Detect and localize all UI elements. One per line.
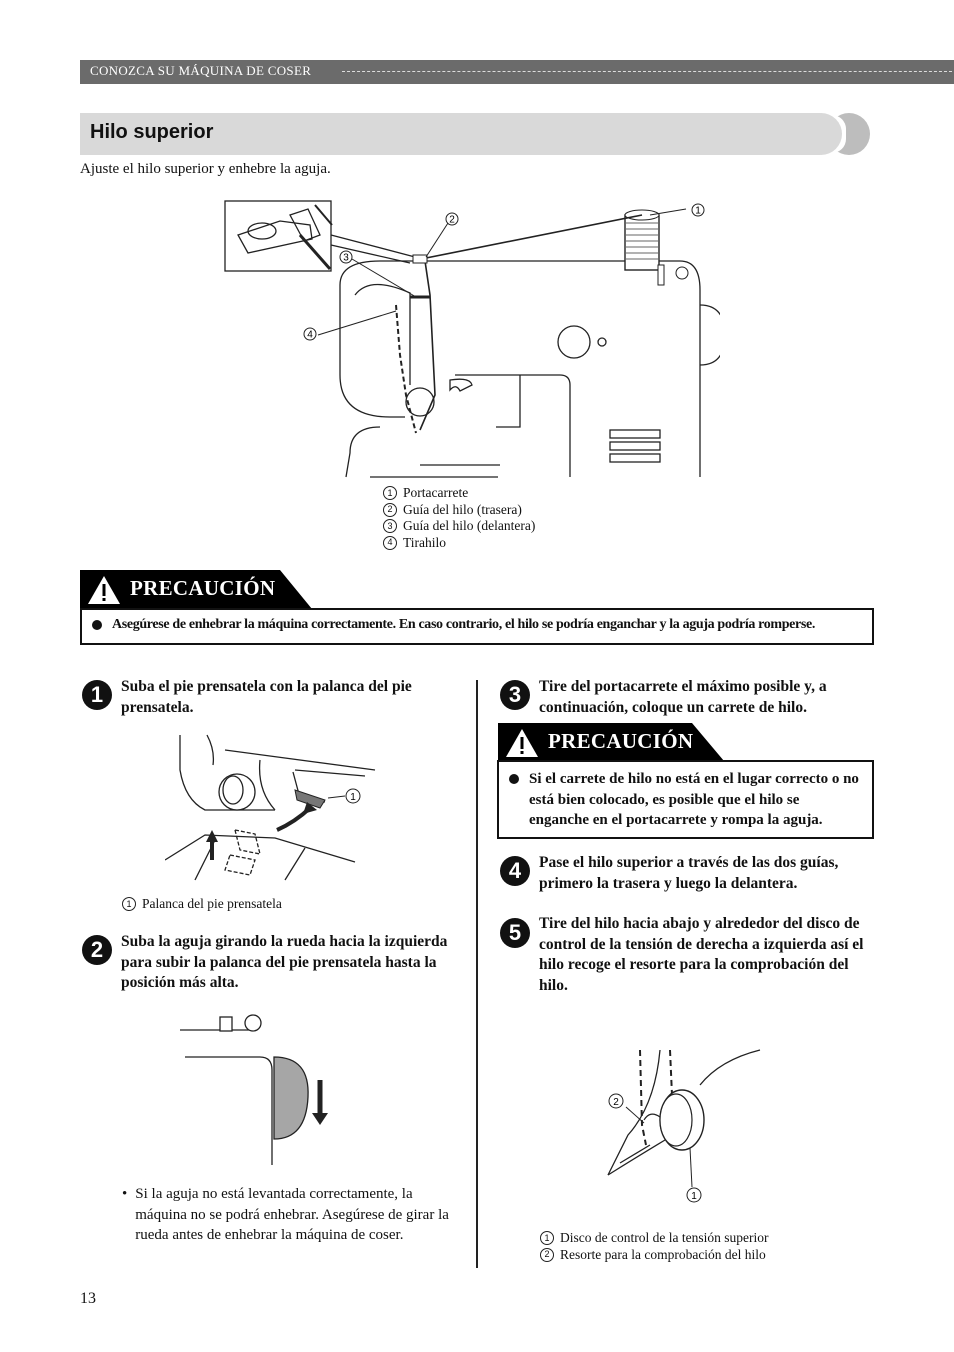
- bullet-icon: [92, 620, 102, 630]
- legend-num: 2: [540, 1247, 554, 1262]
- callout-3: 3: [343, 253, 349, 264]
- step-2-note: • Si la aguja no está levantada correcta…: [122, 1184, 457, 1246]
- note-text: Si la aguja no está levantada correctame…: [135, 1186, 449, 1243]
- svg-text:1: 1: [350, 792, 356, 803]
- legend-num: 3: [383, 519, 397, 534]
- legend-item: 1 Portacarrete: [383, 485, 535, 502]
- legend-text: Resorte para la comprobación del hilo: [560, 1246, 766, 1262]
- step-number-4: 4: [500, 856, 530, 886]
- page-number: 13: [80, 1290, 96, 1307]
- step-4-text: Pase el hilo superior a través de las do…: [539, 854, 839, 892]
- svg-text:1: 1: [691, 1191, 697, 1202]
- title-bar: [80, 113, 820, 155]
- legend-num: 1: [383, 486, 397, 501]
- legend-text: Guía del hilo (delantera): [403, 518, 536, 533]
- intro-text: Ajuste el hilo superior y enhebre la agu…: [80, 161, 331, 177]
- legend-num: 4: [383, 535, 397, 550]
- caution-text: Asegúrese de enhebrar la máquina correct…: [112, 617, 816, 632]
- legend-item: 2 Resorte para la comprobación del hilo: [540, 1247, 768, 1264]
- step-1-text: Suba el pie prensatela con la palanca de…: [121, 678, 412, 716]
- tension-dial-figure: 2 1: [607, 1049, 761, 1203]
- step-1-legend: 1 Palanca del pie prensatela: [122, 896, 282, 913]
- legend-item: 4 Tirahilo: [383, 535, 535, 552]
- legend-item: 3 Guía del hilo (delantera): [383, 518, 535, 535]
- legend-text: Palanca del pie prensatela: [142, 896, 282, 911]
- section-header: CONOZCA SU MÁQUINA DE COSER: [90, 63, 312, 78]
- step-number-2: 2: [82, 935, 112, 965]
- main-figure-legend: 1 Portacarrete 2 Guía del hilo (trasera) 3…: [383, 485, 535, 551]
- step-5-legend: 1 Disco de control de la tensión superior…: [540, 1230, 768, 1263]
- legend-item: 1 Palanca del pie prensatela: [122, 896, 282, 913]
- caution-label-shape: [498, 723, 724, 761]
- caution-box: Asegúrese de enhebrar la máquina correct…: [80, 608, 874, 645]
- step-number-1: 1: [82, 680, 112, 710]
- caution-text: Si el carrete de hilo no está en el luga…: [529, 771, 859, 828]
- bullet-icon: [509, 774, 519, 784]
- bullet-icon: •: [122, 1186, 128, 1202]
- handwheel-figure: [180, 1014, 328, 1165]
- callout-2: 2: [449, 215, 455, 226]
- step-3-text: Tire del portacarrete el máximo posible …: [539, 678, 827, 716]
- callout-1: 1: [695, 206, 701, 217]
- legend-text: Tirahilo: [403, 534, 447, 550]
- svg-text:2: 2: [613, 1097, 619, 1108]
- legend-item: 2 Guía del hilo (trasera): [383, 502, 535, 519]
- legend-item: 1 Disco de control de la tensión superior: [540, 1230, 768, 1247]
- legend-num: 1: [540, 1231, 554, 1246]
- legend-text: Guía del hilo (trasera): [403, 501, 522, 517]
- legend-num: 1: [122, 897, 136, 912]
- step-2-text: Suba la aguja girando la rueda hacia la …: [121, 933, 448, 991]
- caution-label: PRECAUCIÓN: [548, 729, 694, 753]
- caution-label: PRECAUCIÓN: [130, 576, 276, 600]
- legend-num: 2: [383, 502, 397, 517]
- section-header-bar: [80, 60, 954, 84]
- presser-foot-figure: 1: [165, 734, 376, 881]
- step-number-5: 5: [500, 918, 530, 948]
- step-number-3: 3: [500, 680, 530, 710]
- caution-box: Si el carrete de hilo no está en el luga…: [497, 760, 874, 839]
- page-title: Hilo superior: [90, 121, 214, 143]
- column-divider: [476, 680, 478, 1268]
- header-rule: [342, 71, 952, 72]
- caution-label-shape: [80, 570, 312, 609]
- legend-text: Portacarrete: [403, 485, 469, 500]
- legend-text: Disco de control de la tensión superior: [560, 1230, 769, 1245]
- callout-4: 4: [307, 330, 313, 341]
- step-5-text: Tire del hilo hacia abajo y alrededor de…: [539, 915, 864, 994]
- sewing-machine-figure: 1 2 3 4: [224, 200, 720, 478]
